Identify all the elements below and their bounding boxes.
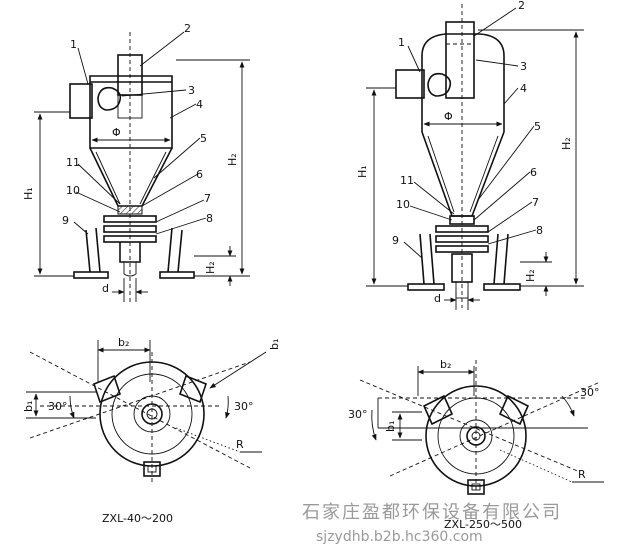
left-part-9: 9 bbox=[62, 214, 69, 227]
left-dim-b1: b₁ bbox=[22, 401, 35, 412]
left-dim-h2: H₂ bbox=[226, 153, 239, 166]
right-model-caption: ZXL-250～500 bbox=[444, 518, 522, 531]
right-part-9: 9 bbox=[392, 234, 399, 247]
right-dim-b2: b₂ bbox=[440, 358, 451, 371]
left-dim-r: R bbox=[236, 438, 244, 451]
right-part-2: 2 bbox=[518, 0, 525, 12]
right-elevation: 1 2 3 4 5 6 7 8 9 10 11 Φ H₁ H₂ H₂ d bbox=[356, 0, 584, 310]
left-plan: b₂ b₁ b₁ 30° 30° R ZXL-40～200 bbox=[22, 336, 281, 525]
right-part-7: 7 bbox=[532, 196, 539, 209]
left-angle-left: 30° bbox=[48, 400, 68, 413]
right-dim-b1: b₁ bbox=[384, 421, 397, 432]
right-dim-h1: H₁ bbox=[356, 165, 369, 178]
left-angle-right: 30° bbox=[234, 400, 254, 413]
right-part-4: 4 bbox=[520, 82, 527, 95]
left-dim-d: d bbox=[102, 282, 109, 295]
watermark-company: 石家庄盈都环保设备有限公司 bbox=[302, 502, 562, 523]
left-part-7: 7 bbox=[204, 192, 211, 205]
right-part-3: 3 bbox=[520, 60, 527, 73]
right-plan: b₂ b₁ 30° 30° R ZXL-250～500 bbox=[348, 358, 604, 531]
left-part-2: 2 bbox=[184, 22, 191, 35]
right-part-1: 1 bbox=[398, 36, 405, 49]
left-model-caption: ZXL-40～200 bbox=[102, 512, 173, 525]
right-part-6: 6 bbox=[530, 166, 537, 179]
left-part-8: 8 bbox=[206, 212, 213, 225]
right-dim-d: d bbox=[434, 292, 441, 305]
right-part-11: 11 bbox=[400, 174, 414, 187]
right-angle-left: 30° bbox=[348, 408, 368, 421]
left-part-10: 10 bbox=[66, 184, 80, 197]
right-dim-hz: H₂ bbox=[524, 269, 537, 282]
left-part-11: 11 bbox=[66, 156, 80, 169]
left-part-3: 3 bbox=[188, 84, 195, 97]
left-dim-b2: b₂ bbox=[118, 336, 129, 349]
left-dim-h1: H₁ bbox=[22, 187, 35, 200]
right-dim-phi: Φ bbox=[444, 110, 453, 123]
left-part-5: 5 bbox=[200, 132, 207, 145]
left-dim-phi: Φ bbox=[112, 126, 121, 139]
right-angle-right: 30° bbox=[580, 386, 600, 399]
left-part-4: 4 bbox=[196, 98, 203, 111]
right-dim-h2: H₂ bbox=[560, 137, 573, 150]
right-part-10: 10 bbox=[396, 198, 410, 211]
right-dim-r: R bbox=[578, 468, 586, 481]
left-part-1: 1 bbox=[70, 38, 77, 51]
watermark-url: sjzydhb.b2b.hc360.com bbox=[316, 529, 483, 545]
right-part-5: 5 bbox=[534, 120, 541, 133]
left-dim-hz: H₂ bbox=[204, 261, 217, 274]
right-part-8: 8 bbox=[536, 224, 543, 237]
left-elevation: 1 2 3 4 5 6 7 8 9 10 11 Φ H₁ H₂ H₂ d bbox=[22, 22, 250, 302]
left-dim-b1-right: b₁ bbox=[268, 339, 281, 350]
left-part-6: 6 bbox=[196, 168, 203, 181]
